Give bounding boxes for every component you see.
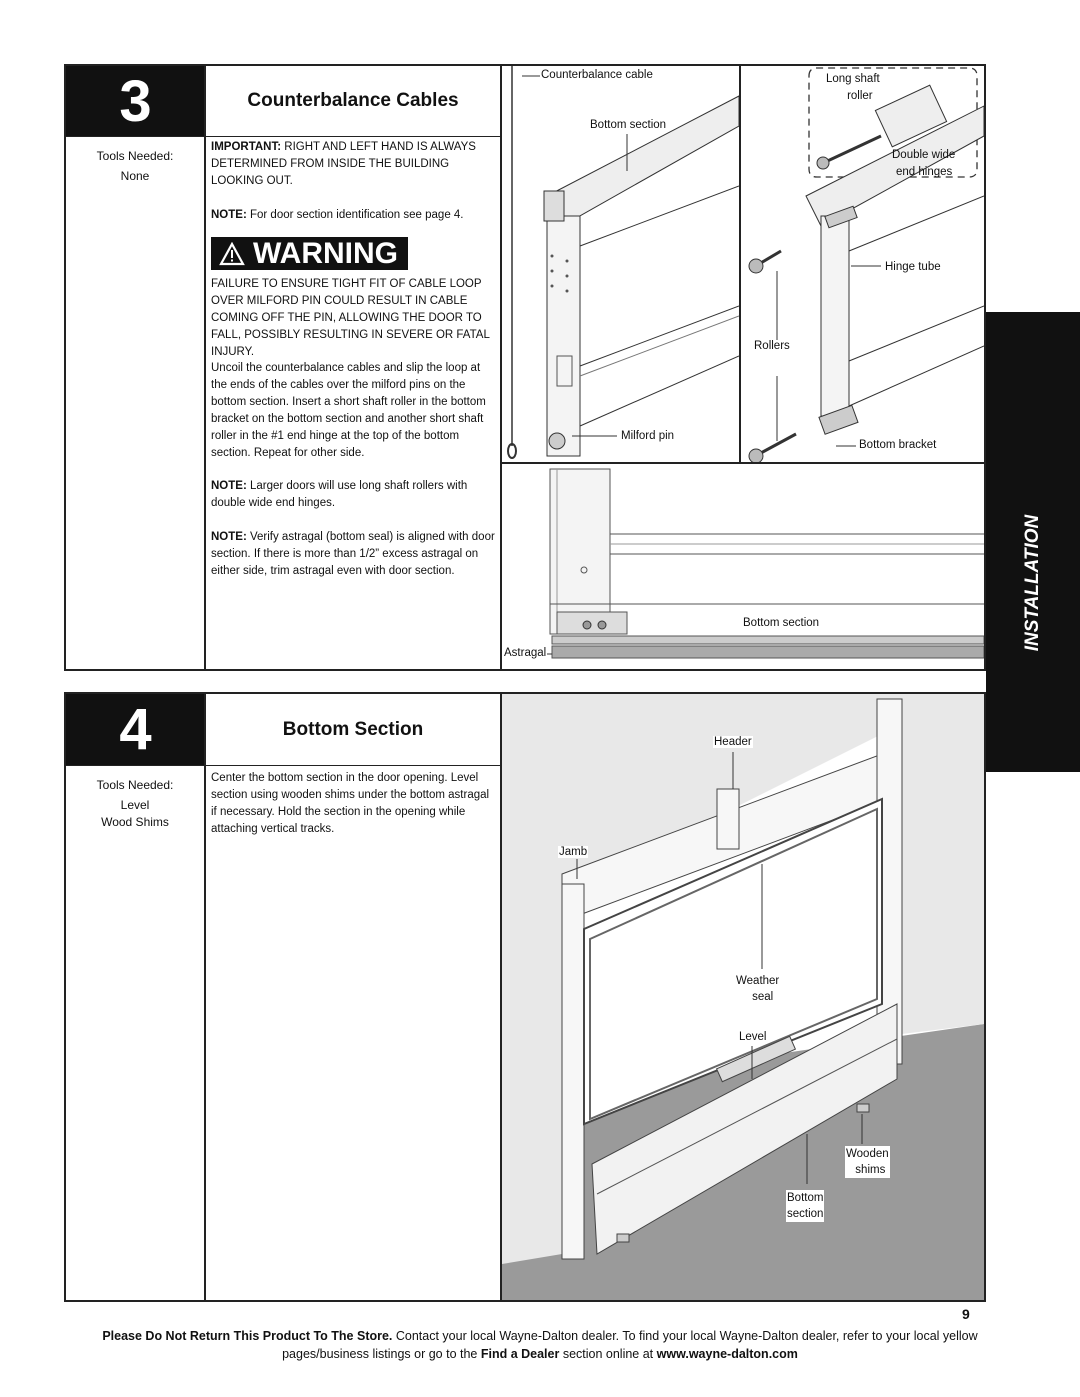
label-milford-pin: Milford pin: [620, 430, 676, 442]
tool-item: Level: [120, 798, 150, 812]
label-bottom-bracket: Bottom bracket: [858, 439, 938, 451]
label-bottom-section-c: Bottom section: [786, 1190, 825, 1222]
bottom-section-cable-illustration: [507, 66, 739, 459]
illus-divider-v: [739, 66, 741, 463]
page-number: 9: [962, 1306, 970, 1322]
warning-label: WARNING: [253, 236, 398, 270]
label-double-wide-end-hinges: Double wide end hinges: [892, 149, 956, 178]
note-astragal: NOTE: Verify astragal (bottom seal) is a…: [211, 531, 495, 577]
label-jamb: Jamb: [558, 846, 589, 858]
label-bottom-section-b: Bottom section: [742, 617, 821, 629]
step4-divider-v2: [500, 694, 502, 1300]
tools-label: Tools Needed:: [96, 149, 174, 163]
step4-number: 4: [66, 694, 205, 765]
rollers-hinges-illustration: [748, 67, 984, 462]
tools-label: Tools Needed:: [96, 778, 174, 792]
step3-instructions: Uncoil the counterbalance cables and sli…: [211, 362, 486, 459]
label-header: Header: [713, 736, 753, 748]
dealer-website-link[interactable]: www.wayne-dalton.com: [656, 1347, 798, 1361]
label-level: Level: [738, 1031, 768, 1043]
step4-divider-h: [66, 765, 500, 766]
label-rollers: Rollers: [753, 340, 791, 352]
warning-banner: WARNING: [211, 237, 408, 270]
label-wooden-shims: Wooden shims: [845, 1146, 890, 1178]
illus-divider-h: [502, 462, 984, 464]
installation-tab-label: INSTALLATION: [1022, 514, 1043, 652]
astragal-illustration: [542, 468, 984, 659]
bolt-holes: [550, 254, 569, 293]
note-identification: NOTE: For door section identification se…: [211, 209, 464, 221]
step4-tools: Tools Needed: Level Wood Shims: [70, 777, 200, 831]
important-note: IMPORTANT: RIGHT AND LEFT HAND IS ALWAYS…: [211, 141, 476, 187]
tool-item: None: [120, 169, 150, 183]
step4-title: Bottom Section: [282, 719, 424, 740]
step3-number: 3: [66, 66, 205, 136]
label-astragal: Astragal: [503, 647, 548, 659]
note-long-shaft: NOTE: Larger doors will use long shaft r…: [211, 480, 468, 509]
label-weather-seal: Weather seal: [735, 973, 781, 1005]
step3-panel: [64, 64, 986, 671]
warning-triangle-icon: [219, 241, 245, 265]
tool-item: Wood Shims: [101, 815, 169, 829]
footer-notice: Please Do Not Return This Product To The…: [102, 1329, 978, 1361]
step4-instructions: Center the bottom section in the door op…: [211, 772, 490, 835]
label-bottom-section-a: Bottom section: [589, 119, 668, 131]
label-hinge-tube: Hinge tube: [884, 261, 942, 273]
warning-text: FAILURE TO ENSURE TIGHT FIT OF CABLE LOO…: [211, 278, 490, 358]
step3-divider-v: [204, 66, 206, 669]
step4-panel: [64, 692, 986, 1302]
label-counterbalance-cable: Counterbalance cable: [540, 69, 654, 81]
label-long-shaft-roller: Long shaft roller: [826, 73, 880, 102]
step3-title: Counterbalance Cables: [247, 90, 459, 111]
installation-side-tab: INSTALLATION: [986, 312, 1080, 772]
step3-divider-v2: [500, 66, 502, 669]
step3-tools: Tools Needed: None: [70, 148, 200, 185]
step3-divider-h: [66, 136, 500, 137]
step4-divider-v: [204, 694, 206, 1300]
